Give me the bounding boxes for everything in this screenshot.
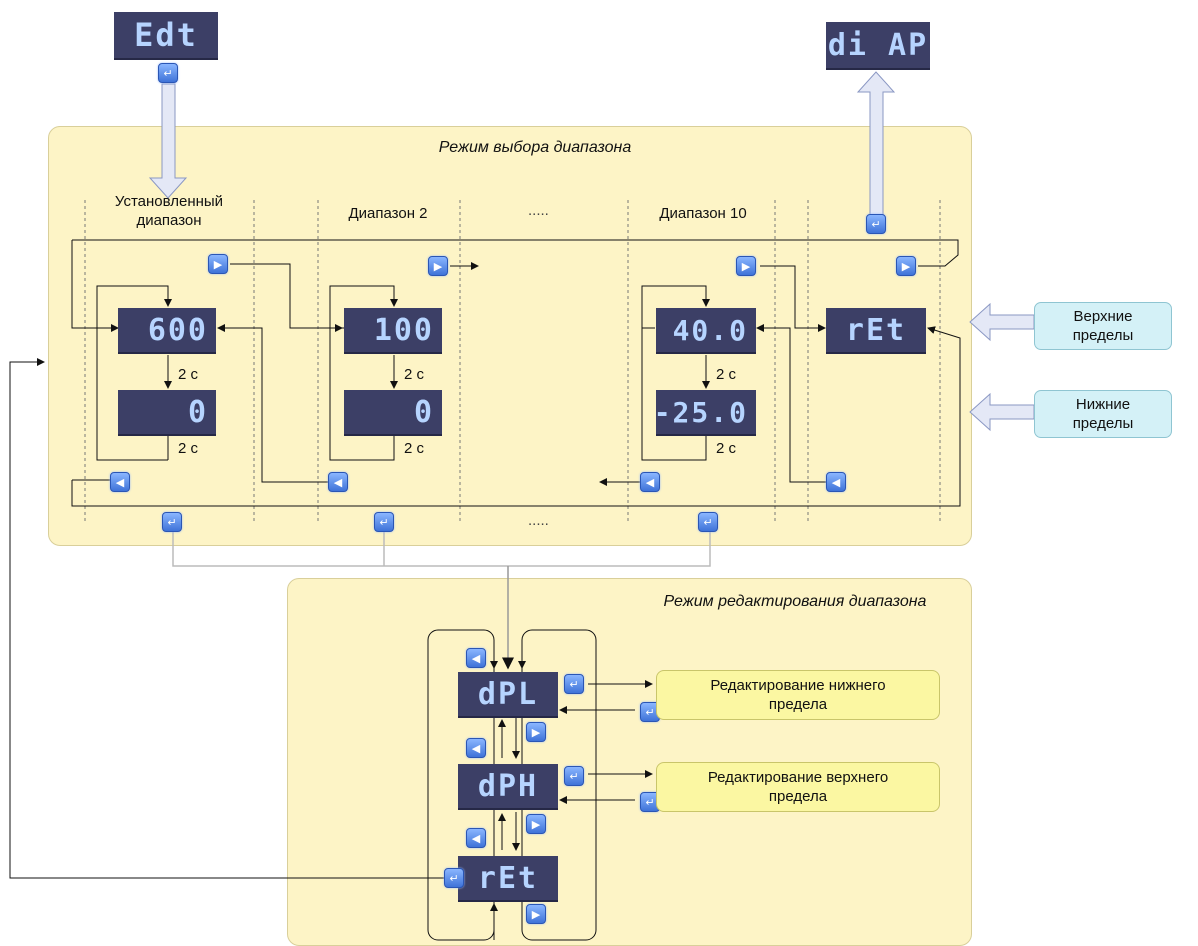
column-dots: ..... xyxy=(528,202,549,219)
right-arrow-key-icon[interactable]: ▶ xyxy=(526,814,546,834)
delay-label: 2 c xyxy=(178,366,199,383)
delay-label: 2 c xyxy=(716,366,737,383)
left-arrow-key-icon[interactable]: ◀ xyxy=(466,648,486,668)
left-arrow-key-icon[interactable]: ◀ xyxy=(826,472,846,492)
delay-label: 2 c xyxy=(716,440,737,457)
left-arrow-key-icon[interactable]: ◀ xyxy=(110,472,130,492)
right-arrow-key-icon[interactable]: ▶ xyxy=(428,256,448,276)
enter-key-icon[interactable]: ↵ xyxy=(444,868,464,888)
column-installed-header: Установленный диапазон xyxy=(114,193,224,229)
left-arrow-key-icon[interactable]: ◀ xyxy=(466,828,486,848)
left-arrow-key-icon[interactable]: ◀ xyxy=(640,472,660,492)
range10-lower-lcd: -25.0 xyxy=(654,390,756,436)
right-arrow-key-icon[interactable]: ▶ xyxy=(526,722,546,742)
enter-key-icon[interactable]: ↵ xyxy=(564,674,584,694)
delay-label: 2 c xyxy=(178,440,199,457)
edit-lcd: Edt xyxy=(114,12,218,60)
delay-label: 2 c xyxy=(404,440,425,457)
enter-key-icon[interactable]: ↵ xyxy=(162,512,182,532)
delay-label: 2 c xyxy=(404,366,425,383)
column-range10-header: Диапазон 10 xyxy=(659,205,747,222)
installed-upper-lcd: 600 xyxy=(118,308,216,354)
right-arrow-key-icon[interactable]: ▶ xyxy=(526,904,546,924)
enter-key-icon[interactable]: ↵ xyxy=(158,63,178,83)
left-arrow-key-icon[interactable]: ◀ xyxy=(328,472,348,492)
edit-lower-label: Редактирование нижнего предела xyxy=(656,670,940,720)
left-arrow-key-icon[interactable]: ◀ xyxy=(466,738,486,758)
edit-upper-label: Редактирование верхнего предела xyxy=(656,762,940,812)
range10-upper-lcd: 40.0 xyxy=(656,308,756,354)
lower-limits-label: Нижние пределы xyxy=(1034,390,1172,438)
dpl-lcd: dPL xyxy=(458,672,558,718)
enter-key-icon[interactable]: ↵ xyxy=(640,792,660,812)
bottom-dots: ..... xyxy=(528,512,549,529)
edit-return-lcd: rEt xyxy=(458,856,558,902)
range2-lower-lcd: 0 xyxy=(344,390,442,436)
enter-key-icon[interactable]: ↵ xyxy=(564,766,584,786)
installed-lower-lcd: 0 xyxy=(118,390,216,436)
right-arrow-key-icon[interactable]: ▶ xyxy=(208,254,228,274)
display-lcd: di AP xyxy=(826,22,930,70)
enter-key-icon[interactable]: ↵ xyxy=(374,512,394,532)
range-edit-title: Режим редактирования диапазона xyxy=(663,593,927,610)
enter-key-icon[interactable]: ↵ xyxy=(698,512,718,532)
right-arrow-key-icon[interactable]: ▶ xyxy=(736,256,756,276)
right-arrow-key-icon[interactable]: ▶ xyxy=(896,256,916,276)
upper-limits-label: Верхние пределы xyxy=(1034,302,1172,350)
column-range2-header: Диапазон 2 xyxy=(348,205,428,222)
range2-upper-lcd: 100 xyxy=(344,308,442,354)
dph-lcd: dPH xyxy=(458,764,558,810)
enter-key-icon[interactable]: ↵ xyxy=(640,702,660,722)
select-return-lcd: rEt xyxy=(826,308,926,354)
enter-key-icon[interactable]: ↵ xyxy=(866,214,886,234)
range-select-title: Режим выбора диапазона xyxy=(438,139,632,156)
